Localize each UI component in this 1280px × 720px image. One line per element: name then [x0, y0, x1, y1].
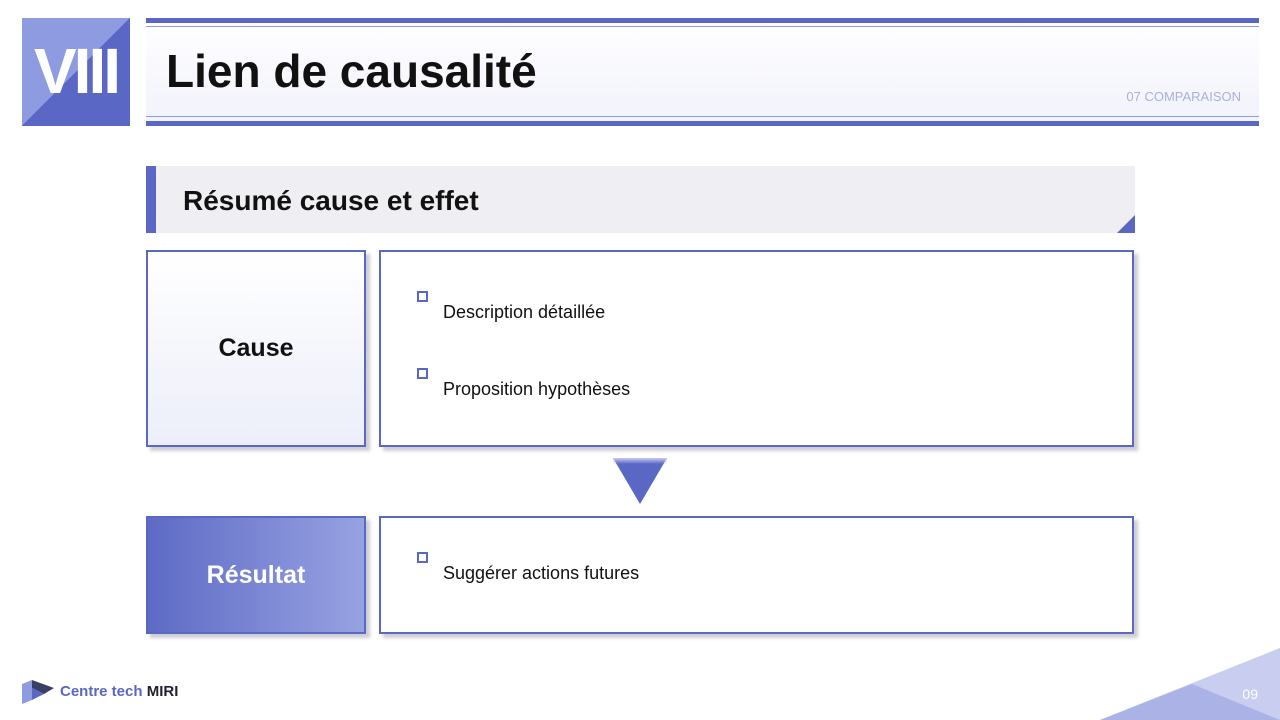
cause-label-box: Cause [146, 250, 366, 447]
result-label-box: Résultat [146, 516, 366, 634]
result-label: Résultat [206, 560, 306, 589]
arrow-down-icon [613, 458, 667, 504]
summary-bar: Résumé cause et effet [146, 166, 1135, 233]
checkbox-square-icon [417, 291, 428, 302]
org-name: Centre tech MIRI [60, 683, 178, 700]
summary-accent-bar [146, 166, 156, 233]
page-title: Lien de causalité [166, 45, 537, 97]
chapter-badge: VIII [22, 18, 130, 126]
section-tag: 07 COMPARAISON [1126, 89, 1241, 104]
header-rule-bottom-thin [146, 116, 1259, 117]
cause-content-box: Description détaillée Proposition hypoth… [379, 250, 1134, 447]
header-rule-top [146, 18, 1259, 23]
logo-icon [22, 680, 54, 704]
org-name-colored: Centre tech [60, 683, 143, 700]
header-rule-bottom [146, 121, 1259, 126]
corner-decoration [1100, 648, 1280, 720]
summary-title: Résumé cause et effet [183, 185, 479, 216]
cause-bullet-text: Proposition hypothèses [443, 379, 631, 399]
org-name-dark: MIRI [146, 683, 179, 700]
result-bullet-text: Suggérer actions futures [443, 563, 640, 583]
checkbox-square-icon [417, 552, 428, 563]
cause-label: Cause [218, 334, 294, 362]
cause-bullet-text: Description détaillée [443, 302, 606, 322]
header-band [146, 18, 1259, 126]
arrow-glow [613, 458, 667, 464]
chapter-numeral: VIII [33, 35, 121, 107]
summary-corner-triangle [1117, 215, 1135, 233]
header-rule-top-thin [146, 26, 1259, 27]
page-number: 09 [1242, 686, 1258, 702]
checkbox-square-icon [417, 368, 428, 379]
result-content-box: Suggérer actions futures [379, 516, 1134, 634]
